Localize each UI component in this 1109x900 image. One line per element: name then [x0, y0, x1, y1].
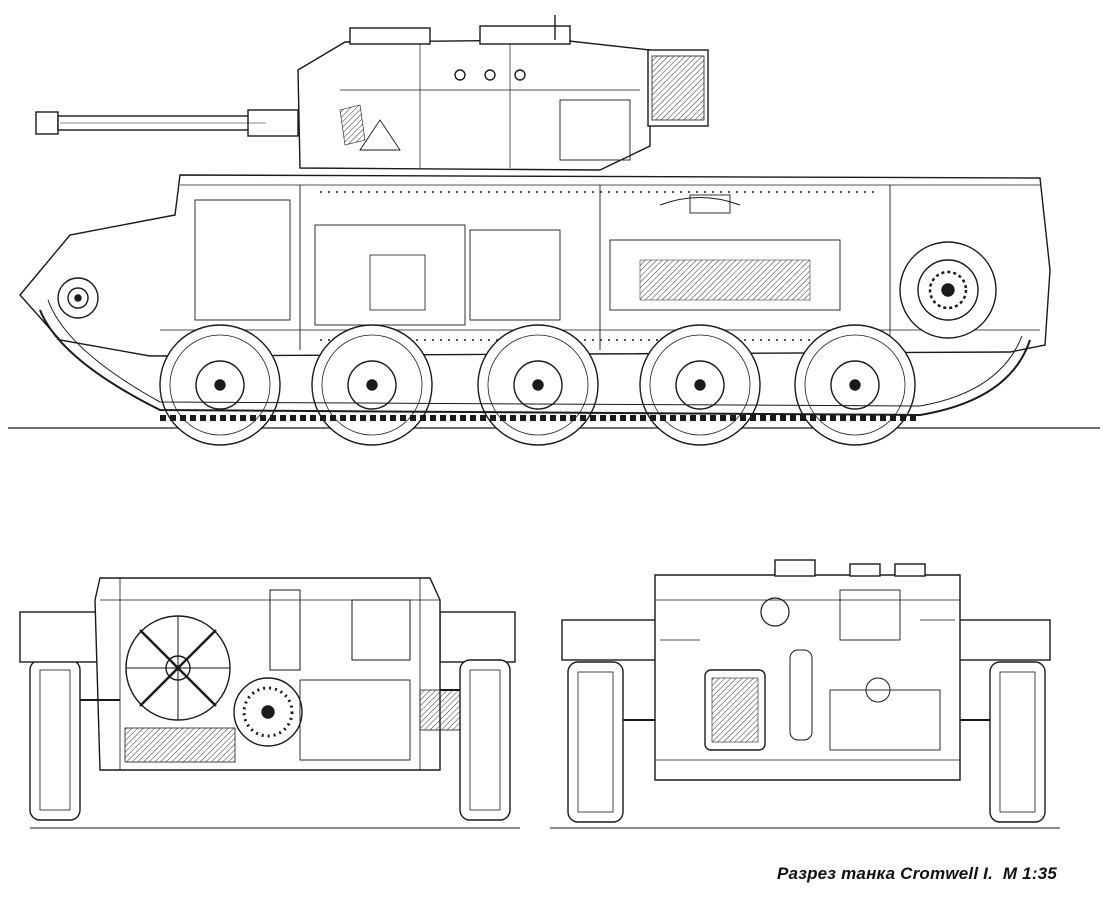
road-wheel-3	[477, 324, 599, 446]
turret	[297, 15, 709, 171]
road-wheel-4	[639, 324, 761, 446]
drive-gear	[233, 677, 303, 747]
cooling-fan	[125, 615, 231, 721]
front-section-view	[550, 559, 1060, 829]
side-view	[8, 15, 1100, 446]
caption-scale: M 1:35	[1002, 864, 1057, 883]
front-idler	[57, 277, 99, 319]
caption-title: Разрез танка Cromwell I.	[777, 864, 994, 883]
final-drive-sprocket	[899, 241, 997, 339]
hull	[19, 174, 1051, 357]
track	[39, 299, 1031, 421]
rear-section-view	[19, 577, 520, 829]
road-wheel-2	[311, 324, 433, 446]
drawing-caption: Разрез танка Cromwell I. M 1:35	[777, 864, 1057, 884]
gun-barrel	[35, 109, 299, 137]
driver-seat	[704, 669, 766, 751]
road-wheel-1	[159, 324, 281, 446]
radiator	[124, 727, 236, 763]
road-wheel-5	[794, 324, 916, 446]
